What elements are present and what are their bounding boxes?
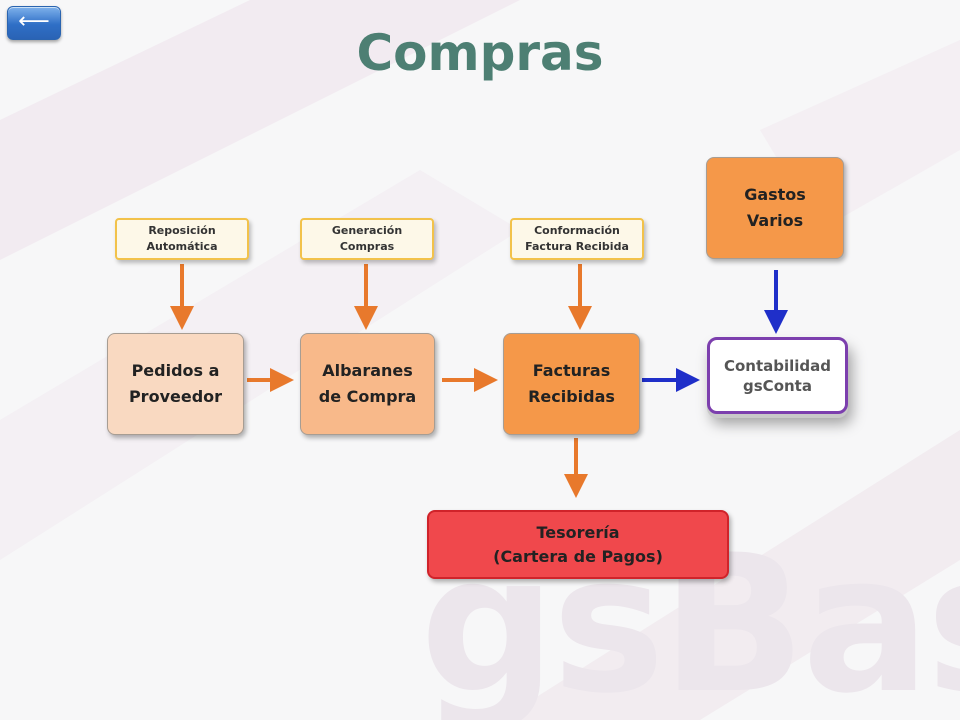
box-albaranes-compra: Albaranes de Compra bbox=[300, 333, 435, 435]
box-reposicion-automatica: Reposición Automática bbox=[115, 218, 249, 260]
box-contabilidad-gsconta: Contabilidad gsConta bbox=[707, 337, 848, 414]
box-tesoreria-cartera-pagos: Tesorería (Cartera de Pagos) bbox=[427, 510, 729, 579]
box-generacion-compras: Generación Compras bbox=[300, 218, 434, 260]
page-title: Compras bbox=[356, 24, 604, 82]
back-button[interactable]: ⟵ bbox=[7, 6, 61, 40]
left-arrow-icon: ⟵ bbox=[18, 9, 50, 34]
box-pedidos-proveedor: Pedidos a Proveedor bbox=[107, 333, 244, 435]
box-gastos-varios: Gastos Varios bbox=[706, 157, 844, 259]
box-conformacion-factura: Conformación Factura Recibida bbox=[510, 218, 644, 260]
box-facturas-recibidas: Facturas Recibidas bbox=[503, 333, 640, 435]
